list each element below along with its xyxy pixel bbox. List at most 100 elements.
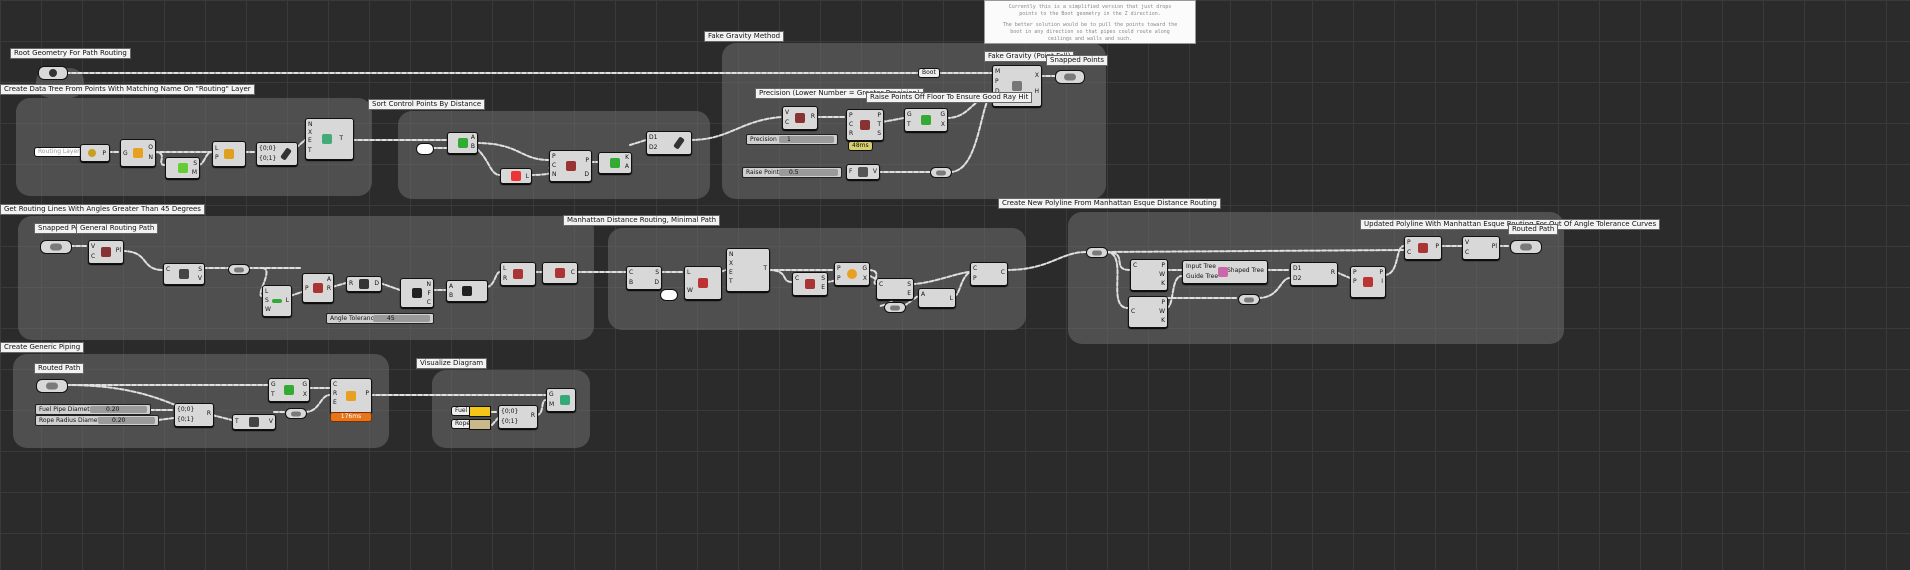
relay-param[interactable] — [228, 264, 250, 275]
relay-param[interactable] — [930, 167, 952, 178]
fuel-swatch-color[interactable] — [469, 406, 491, 417]
gravity-icon — [1012, 81, 1022, 91]
note-panel[interactable]: Currently this is a simplified version t… — [984, 0, 1196, 44]
relay-param[interactable] — [884, 302, 906, 313]
boot-param[interactable]: Boot — [918, 68, 940, 78]
wire — [1005, 251, 1087, 271]
wire — [485, 271, 501, 288]
relay-param[interactable] — [1086, 247, 1108, 258]
root-geometry-param[interactable] — [38, 66, 68, 80]
filter-icon — [249, 417, 259, 427]
bool-param[interactable] — [660, 289, 678, 301]
color-list-component[interactable]: {0;0}{0;1}R — [498, 405, 538, 429]
wire — [475, 147, 501, 176]
cull-icon — [698, 278, 708, 288]
join-icon — [513, 269, 523, 279]
fuel-swatch-label[interactable]: Fuel — [451, 406, 471, 416]
group-title-visualize: Visualize Diagram — [416, 358, 488, 369]
move-icon — [921, 115, 931, 125]
group-title-routing-angles: Get Routing Lines With Angles Greater Th… — [0, 204, 205, 215]
routed-path-right-param[interactable] — [1510, 240, 1542, 254]
pencil-icon — [672, 136, 685, 150]
group-title-data-tree: Create Data Tree From Points With Matchi… — [0, 84, 255, 95]
tree-icon — [322, 134, 333, 144]
wire — [903, 295, 919, 307]
wire — [1257, 277, 1291, 299]
curve-icon — [555, 268, 565, 278]
wire — [881, 117, 905, 123]
pipe-list-component[interactable]: {0;0}{0;1}R — [174, 403, 214, 427]
routing-layer-param[interactable]: Routing Layer — [34, 147, 84, 157]
number-param[interactable] — [416, 143, 434, 155]
wire — [475, 142, 550, 161]
divide-icon — [795, 113, 805, 123]
rope-swatch-color[interactable] — [469, 419, 491, 430]
search-component[interactable]: P — [80, 144, 110, 162]
wire — [911, 271, 971, 285]
snapped-points-left-param[interactable] — [40, 240, 72, 254]
snapped-points-param[interactable] — [1055, 70, 1085, 84]
routed-path-left-param[interactable] — [36, 379, 68, 393]
wire — [259, 267, 268, 297]
end-points-component[interactable]: C — [542, 262, 578, 284]
precision-time: 48ms — [848, 141, 873, 151]
relay-param[interactable] — [1238, 294, 1260, 305]
vector-icon — [858, 167, 868, 177]
shape-tree-icon — [1218, 267, 1229, 277]
relay-param[interactable] — [285, 408, 307, 419]
rope-swatch-label[interactable]: Rope — [451, 419, 471, 429]
wire — [121, 250, 164, 271]
path-component[interactable]: {0;0}{0;1} — [256, 142, 298, 166]
bars-component[interactable]: L — [500, 168, 532, 184]
wire — [767, 269, 793, 283]
note-line: boot in any direction so that pipes coul… — [1010, 29, 1170, 35]
degrees-icon — [359, 279, 369, 289]
group-title-generic-piping: Create Generic Piping — [0, 342, 85, 353]
